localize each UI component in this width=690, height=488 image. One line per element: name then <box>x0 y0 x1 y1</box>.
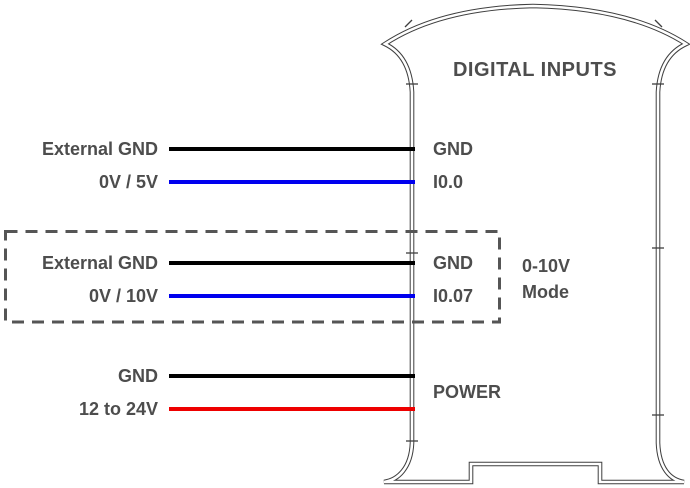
wire-signal-10v <box>169 294 415 298</box>
terminal-i0-07: I0.07 <box>433 286 474 306</box>
wire-power-gnd <box>169 374 415 378</box>
label-external-gnd-top: External GND <box>41 139 158 159</box>
terminal-gnd-2: GND <box>433 253 473 273</box>
terminal-i0-0: I0.0 <box>433 172 464 192</box>
mode-dashed-box <box>4 230 501 324</box>
mode-annotation-line2: Mode <box>522 282 569 302</box>
label-12-to-24v: 12 to 24V <box>78 399 158 419</box>
power-label: POWER <box>433 382 502 402</box>
terminal-gnd-1: GND <box>433 139 473 159</box>
device-title: DIGITAL INPUTS <box>452 59 618 81</box>
label-external-gnd-mode: External GND <box>41 253 158 273</box>
outline-joint-mark <box>654 19 663 28</box>
mode-annotation: 0-10V Mode <box>522 253 570 305</box>
device-body-outline-inner <box>382 4 689 484</box>
label-0v-5v: 0V / 5V <box>98 172 158 192</box>
label-gnd: GND <box>118 366 158 386</box>
wire-power-12-24v <box>169 407 415 411</box>
wire-external-gnd-mode <box>169 261 415 265</box>
outline-joint-mark <box>404 19 413 28</box>
wire-signal-5v <box>169 180 415 184</box>
wire-external-gnd-top <box>169 147 415 151</box>
label-0v-10v: 0V / 10V <box>88 286 158 306</box>
mode-annotation-line1: 0-10V <box>522 256 571 276</box>
